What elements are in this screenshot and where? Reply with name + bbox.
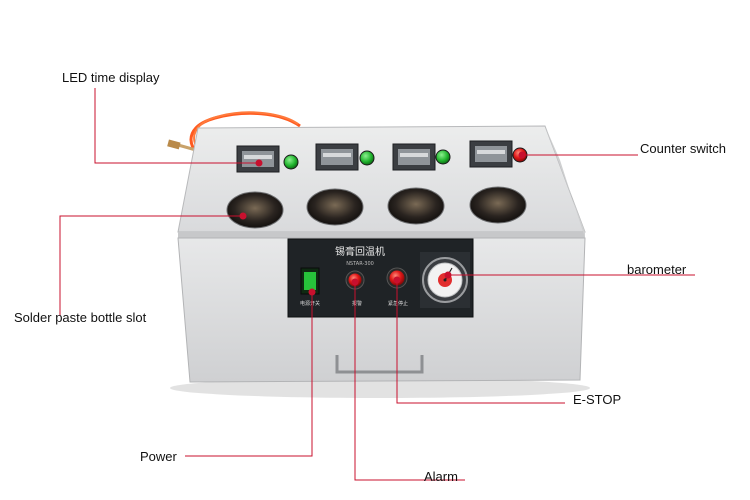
bottle-slot-3 (387, 187, 445, 225)
callout-dot-barometer (444, 271, 452, 279)
label-power: Power (140, 449, 177, 464)
drawer-handle[interactable] (335, 355, 424, 374)
bottle-slot-2 (306, 188, 364, 226)
label-led-time-display: LED time display (62, 70, 160, 85)
model-text: NSTAR-300 (346, 261, 374, 267)
led-display-1 (236, 145, 280, 173)
led-display-3 (392, 143, 436, 171)
callout-dot-power (308, 288, 316, 296)
counter-switch-3[interactable] (435, 149, 451, 165)
sensor-cable (167, 111, 301, 156)
callout-dot-slot (239, 212, 247, 220)
callout-dot-counter (518, 151, 526, 159)
bottle-slots (226, 186, 527, 229)
led-time-displays (236, 140, 513, 173)
callout-lines (59, 88, 695, 481)
callout-dot-led (255, 159, 263, 167)
label-solder-paste-bottle-slot: Solder paste bottle slot (14, 310, 147, 325)
machine-rim (178, 232, 585, 238)
counter-switch-1[interactable] (283, 154, 299, 170)
label-barometer: barometer (627, 262, 687, 277)
barometer-gauge (420, 252, 470, 308)
estop-label: 紧急停止 (388, 300, 408, 307)
power-switch-rocker[interactable] (304, 272, 316, 290)
bottle-slot-1 (226, 191, 284, 229)
alarm-label: 报警 (352, 300, 362, 307)
label-e-stop: E-STOP (573, 392, 622, 407)
power-switch-label: 电源开关 (300, 300, 320, 307)
bottle-slot-4 (469, 186, 527, 224)
counter-switch-2[interactable] (359, 150, 375, 166)
label-alarm: Alarm (424, 469, 458, 484)
label-counter-switch: Counter switch (640, 141, 726, 156)
callout-dot-estop (393, 276, 401, 284)
machine-name-text: 锡膏回温机 (335, 245, 385, 258)
led-display-2 (315, 143, 359, 171)
floor-shadow (170, 378, 590, 398)
callout-dot-alarm (351, 278, 359, 286)
led-display-4 (469, 140, 513, 168)
